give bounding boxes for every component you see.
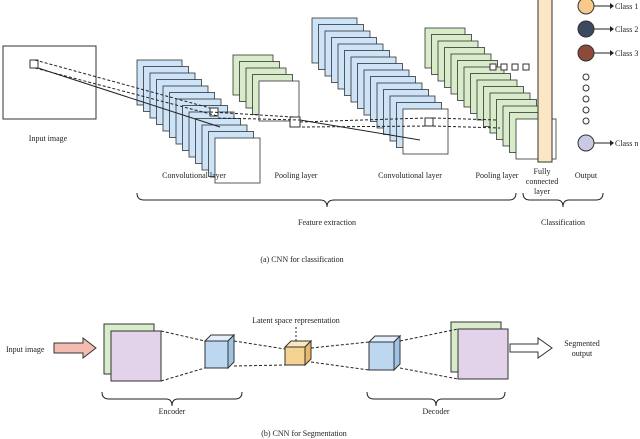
pool-layer-1-label: Pooling layer [275,171,318,180]
fully-connected-bar [537,0,553,163]
classification-brace [522,192,604,208]
conv-layer-2-label: Convolutional layer [378,171,442,180]
class-1-node [577,0,595,15]
class-n-label: Class n [615,139,638,148]
pool1-patch [289,116,301,128]
input-patch [29,59,39,69]
decoder-brace [366,391,506,407]
class-n-node [577,134,595,152]
output-label: Output [575,171,598,180]
seg-input-arrow [53,336,97,360]
fc-label-line-3: layer [534,187,550,196]
conv-layer-1-stack [136,59,261,184]
pool-layer-1-stack [232,54,300,122]
classification-label: Classification [541,218,585,227]
caption-a: (a) CNN for classification [260,255,343,264]
seg-funnel-lines [160,328,459,382]
encoder-cube [203,333,236,370]
latent-cube [283,339,313,367]
fc-label-line-2: connected [526,177,558,186]
decoder-cube [367,334,402,372]
class-1-label: Class 1 [615,2,638,11]
decoder-front-map [457,328,509,380]
pool-layer-1-map [258,80,300,122]
output-classes: Class 1 Class 2 Class 3 Class n [577,0,638,152]
encoder-label: Encoder [159,407,186,416]
latent-label: Latent space representation [252,316,340,325]
seg-output-arrow [509,337,553,359]
class-3-label: Class 3 [615,49,638,58]
seg-input-label: Input image [6,345,45,354]
ellipsis-squares [489,63,530,71]
input-image-box [2,45,97,120]
class-3-node [577,44,595,62]
projection-lines [34,59,501,129]
segmentation-diagram: Input image Latent space representation [6,316,600,438]
conv2-patch [424,117,434,127]
seg-output-label-line-1: Segmented [564,339,600,348]
feature-extraction-brace [136,192,517,208]
conv-layer-1-label: Convolutional layer [162,171,226,180]
conv2-patch-diagonal [299,119,421,141]
conv-layer-2-map [402,108,449,155]
feature-extraction-label: Feature extraction [298,218,356,227]
class-2-label: Class 2 [615,25,638,34]
conv1-patch-diagonal [37,67,221,128]
encoder-brace [101,391,243,407]
decoder-label: Decoder [422,407,449,416]
pool-layer-2-label: Pooling layer [476,171,519,180]
encoder-front-map [110,330,162,382]
ellipsis-nodes [582,73,590,125]
fc-label-line-1: Fully [534,167,551,176]
conv-layer-1-map [214,137,261,184]
input-image-label: Input image [29,134,68,143]
classification-diagram: Input image [2,0,638,264]
caption-b: (b) CNN for Segmentation [261,429,347,438]
pool-layer-2-stack [424,27,557,160]
seg-output-label-line-2: output [572,349,593,358]
class-2-node [577,20,595,38]
